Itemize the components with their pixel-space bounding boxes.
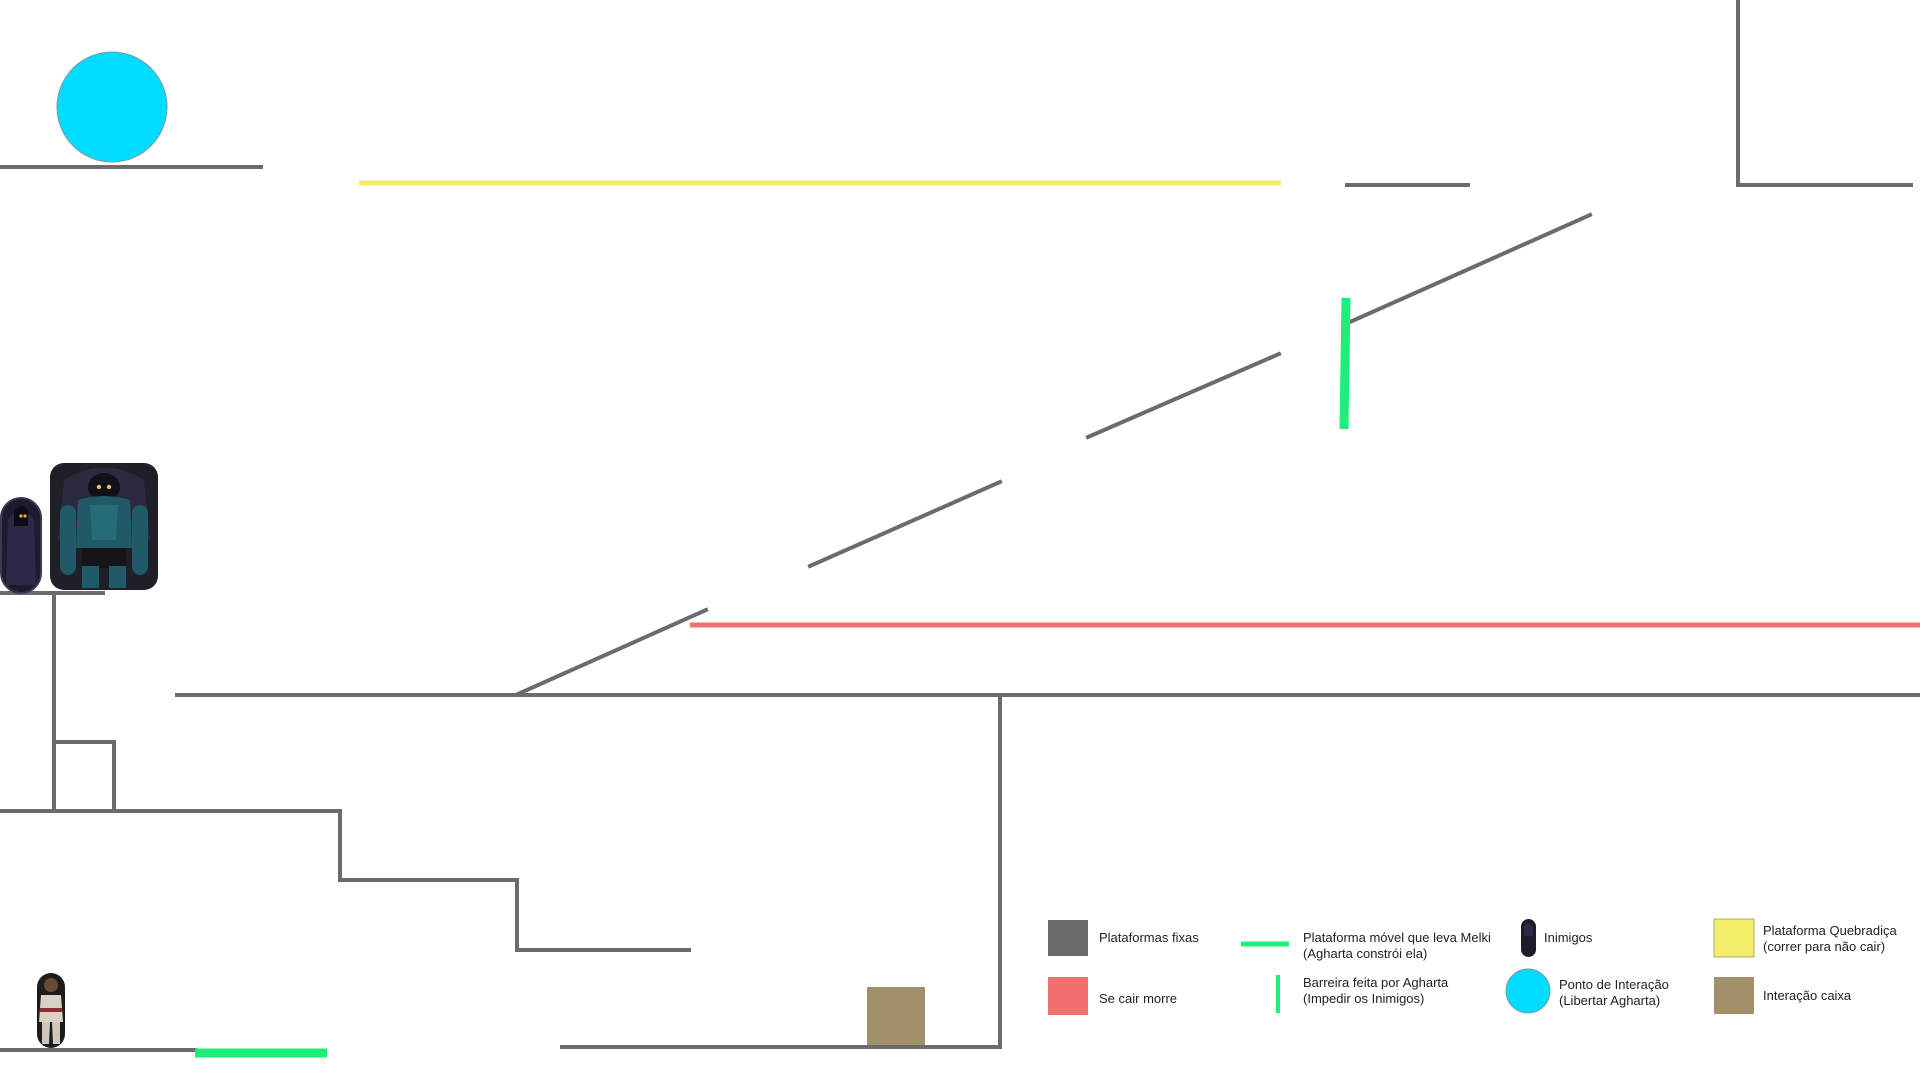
- legend-label-moving-1: Plataforma móvel que leva Melki: [1303, 930, 1491, 945]
- ramp-segment-3: [807, 479, 1003, 569]
- legend-label-barrier-1: Barreira feita por Agharta: [1303, 975, 1449, 990]
- legend-label-breakable-1: Plataforma Quebradiça: [1763, 923, 1897, 938]
- enemy-capsule-icon: [1521, 919, 1536, 957]
- agharta-barrier: [1339, 297, 1351, 430]
- legend-item-interaction: Ponto de Interação (Libertar Agharta): [1505, 968, 1669, 1014]
- legend: Plataformas fixas Se cair morre Platafor…: [1048, 918, 1897, 1015]
- red-square-icon: [1048, 977, 1088, 1015]
- legend-item-box: Interação caixa: [1714, 977, 1852, 1014]
- fixed-wall-top-right: [1736, 0, 1913, 187]
- legend-label-breakable-2: (correr para não cair): [1763, 939, 1885, 954]
- brute-enemy: [50, 463, 158, 590]
- ramp-segment-4: [515, 607, 709, 697]
- brown-square-icon: [1714, 977, 1754, 1014]
- legend-item-moving: Plataforma móvel que leva Melki (Agharta…: [1241, 930, 1491, 961]
- cyan-circle-icon: [1505, 968, 1551, 1014]
- ramp-segment-1: [1347, 212, 1593, 325]
- staircase-platform: [0, 809, 691, 952]
- legend-item-death: Se cair morre: [1048, 977, 1177, 1015]
- fixed-platforms: [0, 0, 1920, 1052]
- player-character: [37, 973, 65, 1048]
- small-step-box: [52, 740, 116, 813]
- legend-label-interaction-2: (Libertar Agharta): [1559, 993, 1660, 1008]
- legend-item-barrier: Barreira feita por Agharta (Impedir os I…: [1276, 975, 1449, 1013]
- legend-label-death: Se cair morre: [1099, 991, 1177, 1006]
- interaction-point-circle: [56, 51, 168, 163]
- legend-label-interaction-1: Ponto de Interação: [1559, 977, 1669, 992]
- legend-label-enemies: Inimigos: [1544, 930, 1593, 945]
- legend-item-fixed: Plataformas fixas: [1048, 920, 1199, 956]
- ramp-segment-2: [1085, 351, 1282, 440]
- legend-item-breakable: Plataforma Quebradiça (correr para não c…: [1713, 918, 1897, 958]
- legend-label-moving-2: (Agharta constrói ela): [1303, 946, 1427, 961]
- legend-label-fixed: Plataformas fixas: [1099, 930, 1199, 945]
- gray-square-icon: [1048, 920, 1088, 956]
- hooded-enemy: [0, 497, 42, 594]
- legend-item-enemies: Inimigos: [1521, 919, 1593, 957]
- legend-label-barrier-2: (Impedir os Inimigos): [1303, 991, 1424, 1006]
- legend-label-box: Interação caixa: [1763, 988, 1852, 1003]
- interaction-box: [867, 987, 925, 1045]
- yellow-square-icon: [1713, 918, 1755, 958]
